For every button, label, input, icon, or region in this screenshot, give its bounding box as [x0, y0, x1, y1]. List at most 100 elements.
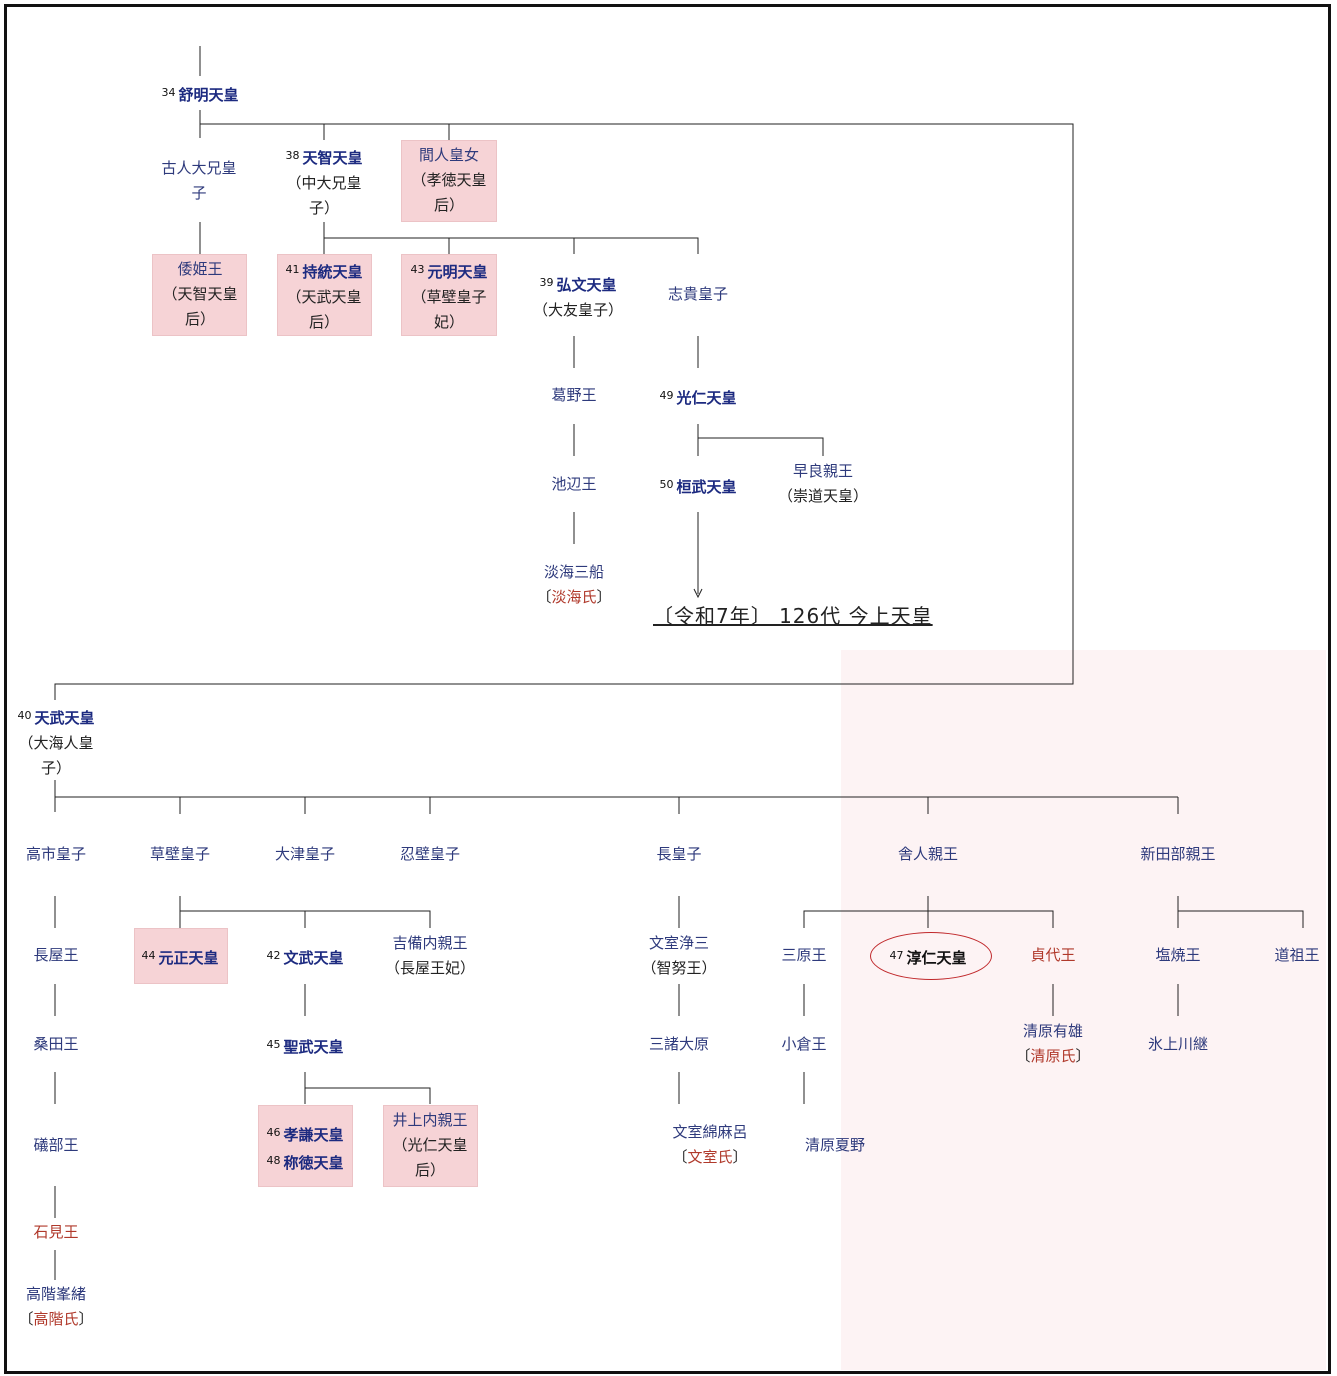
clan-name: 文室氏 — [687, 1148, 733, 1166]
present-emperor-label: 〔令和7年〕 126代 今上天皇 — [653, 604, 933, 628]
highlight-box-genmei — [401, 254, 497, 336]
person-ohara: 三諸大原 — [623, 1032, 735, 1057]
person-hikami: 氷上川継 — [1122, 1032, 1234, 1057]
reign-number: 45 — [266, 1038, 281, 1051]
node-name: 三原王 — [781, 946, 827, 964]
person-shiki: 志貴皇子 — [642, 282, 754, 307]
reign-number: 40 — [17, 709, 32, 722]
node-name: 元正天皇 — [158, 949, 219, 967]
node-name: 光仁天皇 — [676, 389, 737, 407]
node-name: 小倉王 — [781, 1035, 827, 1053]
node-subtitle: （天武天皇后） — [286, 288, 362, 331]
person-kuwata: 桑田王 — [0, 1032, 112, 1057]
clan-name: 清原氏 — [1030, 1047, 1076, 1065]
node-subtitle: （中大兄皇子） — [286, 174, 362, 217]
person-chinu: 文室浄三（智努王） — [623, 931, 735, 981]
node-name: 清原有雄 — [1022, 1022, 1083, 1040]
highlight-box-hashihito — [401, 140, 497, 222]
node-name: 忍壁皇子 — [399, 845, 460, 863]
highlight-box-yamatohime — [152, 254, 247, 336]
person-mihara: 三原王 — [748, 943, 860, 968]
bracket-close: 〕 — [78, 1310, 94, 1328]
person-mifune: 淡海三船〔淡海氏〕 — [518, 560, 630, 610]
reign-number: 46 — [266, 1126, 281, 1139]
node-name: 塩焼王 — [1155, 946, 1201, 964]
person-nagaya: 長屋王 — [0, 943, 112, 968]
person-otsu: 大津皇子 — [249, 842, 361, 867]
node-name: 高階峯緒 — [25, 1285, 86, 1303]
person-kiyohara-ario: 清原有雄〔清原氏〕 — [997, 1019, 1109, 1069]
reign-number: 43 — [410, 263, 425, 276]
node-name: 古人大兄皇子 — [161, 159, 237, 202]
person-sawara: 早良親王 （崇道天皇） — [767, 459, 879, 509]
reign-number: 34 — [161, 86, 176, 99]
reign-number: 42 — [266, 949, 281, 962]
reign-number: 41 — [285, 263, 300, 276]
person-iwami: 石見王 — [0, 1220, 112, 1245]
node-name: 倭姫王 — [177, 260, 223, 278]
node-name: 称徳天皇 — [283, 1154, 344, 1172]
person-watamaro: 文室綿麻呂〔文室氏〕 — [654, 1120, 766, 1170]
node-subtitle: （崇道天皇） — [777, 487, 868, 505]
node-name: 新田部親王 — [1140, 845, 1216, 863]
reign-number: 49 — [659, 389, 674, 402]
person-niitabe: 新田部親王 — [1122, 842, 1234, 867]
node-name: 持統天皇 — [302, 263, 363, 281]
clan-label: 〔淡海氏〕 — [518, 585, 630, 610]
node-name: 志貴皇子 — [667, 285, 728, 303]
node-name: 池辺王 — [551, 475, 597, 493]
person-takechi: 高市皇子 — [0, 842, 112, 867]
bracket-open: 〔 — [18, 1310, 34, 1328]
highlight-box-jito — [277, 254, 372, 336]
node-name: 貞代王 — [1030, 946, 1076, 964]
node-name: 井上内親王 — [392, 1111, 468, 1129]
person-hashihito: 間人皇女（孝徳天皇后） — [393, 143, 505, 218]
node-subtitle: （智努王） — [641, 959, 717, 977]
reign-number: 38 — [285, 149, 300, 162]
bracket-close: 〕 — [1075, 1047, 1091, 1065]
person-toneri: 舎人親王 — [872, 842, 984, 867]
clan-name: 淡海氏 — [551, 588, 597, 606]
person-kusakabe: 草壁皇子 — [124, 842, 236, 867]
node-name: 長屋王 — [33, 946, 79, 964]
clan-name: 高階氏 — [33, 1310, 79, 1328]
clan-label: 〔清原氏〕 — [997, 1044, 1109, 1069]
node-name: 早良親王 — [792, 462, 853, 480]
node-subtitle: （大友皇子） — [532, 301, 623, 319]
highlight-ellipse-junnin — [870, 932, 992, 980]
node-name: 吉備内親王 — [392, 934, 468, 952]
node-subtitle: （光仁天皇后） — [392, 1136, 468, 1179]
reign-number: 39 — [539, 276, 554, 289]
node-name: 聖武天皇 — [283, 1038, 344, 1056]
node-name: 高市皇子 — [25, 845, 86, 863]
node-name: 淳仁天皇 — [906, 949, 967, 967]
bracket-open: 〔 — [672, 1148, 688, 1166]
person-osakabe: 忍壁皇子 — [374, 842, 486, 867]
node-subtitle: （天智天皇后） — [162, 285, 238, 328]
person-inoue: 井上内親王 （光仁天皇后） — [374, 1108, 486, 1183]
node-name: 舎人親王 — [897, 845, 958, 863]
node-name: 元明天皇 — [427, 263, 488, 281]
person-ogura: 小倉王 — [748, 1032, 860, 1057]
tinted-region — [841, 650, 1326, 1370]
node-name: 間人皇女 — [418, 146, 479, 164]
node-subtitle: （草壁皇子妃） — [411, 288, 487, 331]
node-name: 大津皇子 — [274, 845, 335, 863]
node-name: 天武天皇 — [34, 709, 95, 727]
node-name: 清原夏野 — [804, 1136, 865, 1154]
node-name: 孝謙天皇 — [283, 1126, 344, 1144]
reign-number: 44 — [141, 949, 156, 962]
person-isobe: 礒部王 — [0, 1133, 112, 1158]
highlight-box-inoue — [383, 1105, 478, 1187]
